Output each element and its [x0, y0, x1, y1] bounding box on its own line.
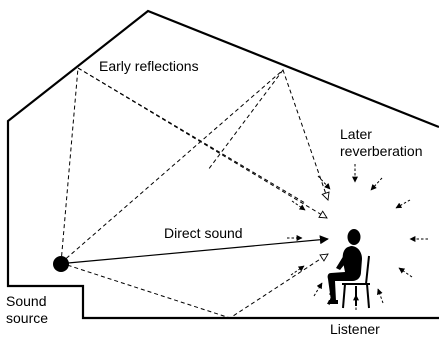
- direct-sound-label: Direct sound: [164, 225, 243, 241]
- reverb-arrow-3: [370, 177, 383, 191]
- early-reflection-paths: [60, 67, 328, 319]
- reverberation-arrows: [287, 164, 428, 310]
- later-reverberation-line2: reverberation: [340, 143, 423, 159]
- sound-source-line1: Sound: [6, 293, 47, 309]
- later-reverberation-line1: Later: [340, 126, 372, 142]
- listener-figure: [327, 229, 370, 309]
- reverb-arrow-10: [313, 282, 323, 297]
- reverb-arrow-13: [376, 288, 384, 304]
- room-outline: [6, 9, 439, 320]
- reflection-path-cross-2: [207, 69, 284, 171]
- chair-icon: [342, 255, 370, 309]
- reverb-arrow-2: [317, 175, 331, 190]
- listener-label: Listener: [330, 321, 380, 337]
- reverb-arrow-8: [290, 265, 305, 276]
- reverb-arrow-4: [395, 199, 411, 209]
- reverb-arrow-9: [398, 267, 413, 278]
- later-reverberation-label: Later reverberation: [340, 126, 439, 160]
- sound-source-line2: source: [6, 310, 49, 326]
- person-icon: [327, 229, 362, 304]
- sound-source-dot: [53, 256, 69, 272]
- reflection-path-cross-1: [77, 67, 306, 204]
- reflection-path-floor: [60, 254, 328, 319]
- direct-sound-arrow: [67, 235, 329, 264]
- early-reflections-label: Early reflections: [99, 58, 199, 74]
- reflection-path-left-ceiling: [60, 67, 327, 264]
- sound-source-label: Sound source: [6, 293, 48, 327]
